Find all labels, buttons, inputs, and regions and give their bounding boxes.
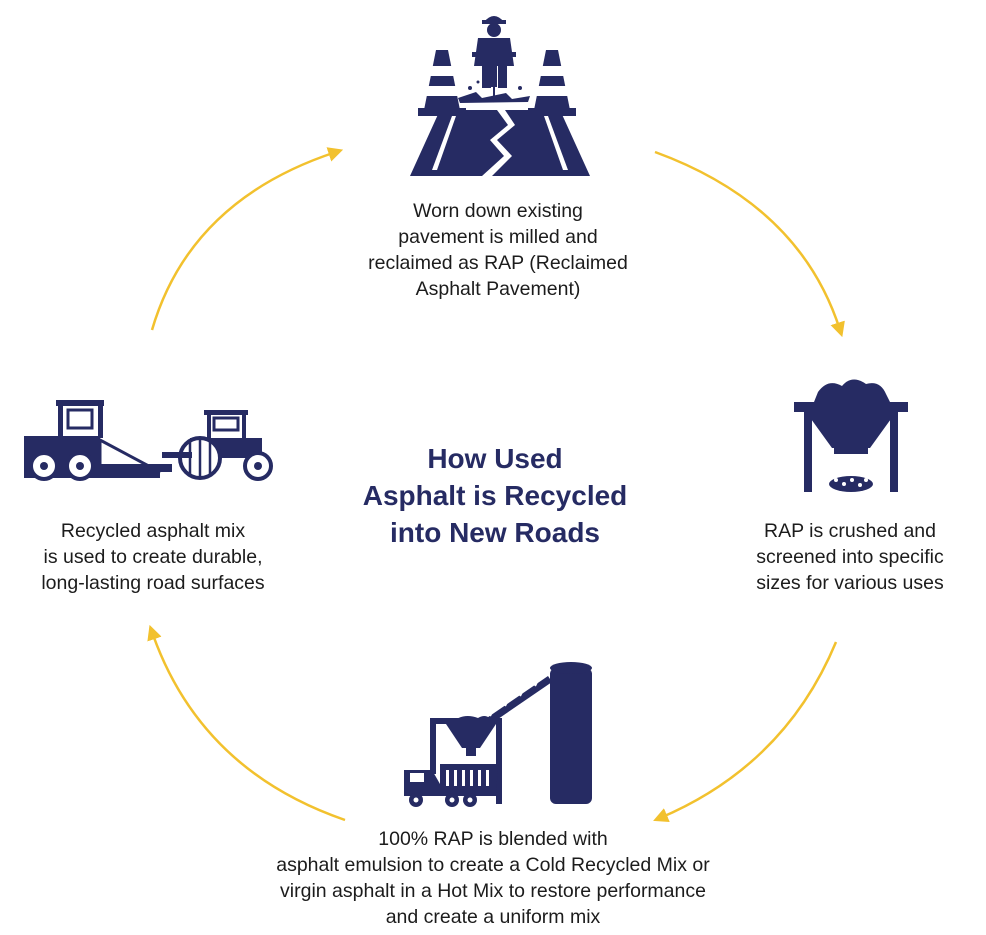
title-line-1: How Used [427, 443, 563, 474]
arrow-bottom-left [147, 624, 346, 822]
arrow-top-right [654, 150, 845, 338]
step-mill-line-3: reclaimed as RAP (Reclaimed [368, 252, 628, 274]
step-blend-line-3: virgin asphalt in a Hot Mix to restore p… [280, 880, 706, 902]
step-mill-line-4: Asphalt Pavement) [415, 278, 581, 300]
step-blend-caption: 100% RAP is blended with asphalt emulsio… [218, 826, 768, 930]
step-crush-line-2: screened into specific [756, 546, 944, 568]
step-mill-caption: Worn down existing pavement is milled an… [338, 198, 658, 302]
step-pave-line-2: is used to create durable, [43, 546, 263, 568]
step-pave-caption: Recycled asphalt mix is used to create d… [8, 518, 298, 596]
step-pave-line-1: Recycled asphalt mix [60, 520, 246, 542]
diagram-title: How Used Asphalt is Recycled into New Ro… [330, 440, 660, 551]
title-line-3: into New Roads [389, 517, 600, 548]
arrow-bottom-right [653, 641, 838, 822]
paver-roller-icon [24, 400, 273, 481]
hopper-crusher-icon [794, 379, 908, 492]
asphalt-plant-truck-icon [404, 662, 592, 807]
step-mill-line-2: pavement is milled and [398, 226, 598, 248]
step-crush-line-1: RAP is crushed and [764, 520, 936, 542]
step-blend-line-4: and create a uniform mix [385, 906, 601, 928]
step-pave-line-3: long-lasting road surfaces [41, 572, 265, 594]
step-blend-line-2: asphalt emulsion to create a Cold Recycl… [276, 854, 710, 876]
step-crush-caption: RAP is crushed and screened into specifi… [720, 518, 980, 596]
step-blend-line-1: 100% RAP is blended with [378, 828, 608, 850]
step-mill-line-1: Worn down existing [413, 200, 583, 222]
title-line-2: Asphalt is Recycled [362, 480, 628, 511]
arrow-top-left [150, 147, 344, 331]
worker-jackhammer-road-icon [410, 16, 590, 176]
step-crush-line-3: sizes for various uses [756, 572, 944, 594]
